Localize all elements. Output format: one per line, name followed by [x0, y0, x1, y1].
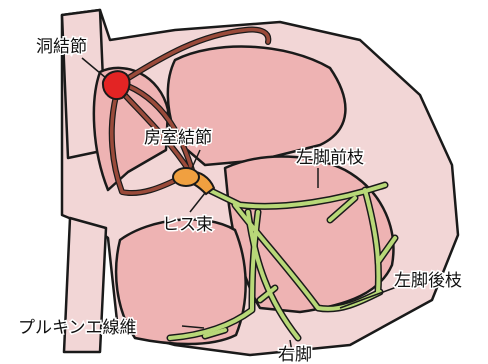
left-posterior-branch-label: 左脚後枝 — [394, 271, 462, 291]
purkinje-fibers-label: プルキンエ線維 — [18, 318, 137, 338]
sa-node-shape — [103, 71, 130, 99]
sa-node-label: 洞結節 — [36, 37, 87, 57]
his-bundle-label: ヒス束 — [162, 215, 213, 235]
left-anterior-branch-label: 左脚前枝 — [296, 148, 364, 168]
av-node-shape — [173, 168, 199, 186]
right-bundle-label: 右脚 — [278, 345, 312, 364]
av-node-label: 房室結節 — [144, 128, 212, 148]
